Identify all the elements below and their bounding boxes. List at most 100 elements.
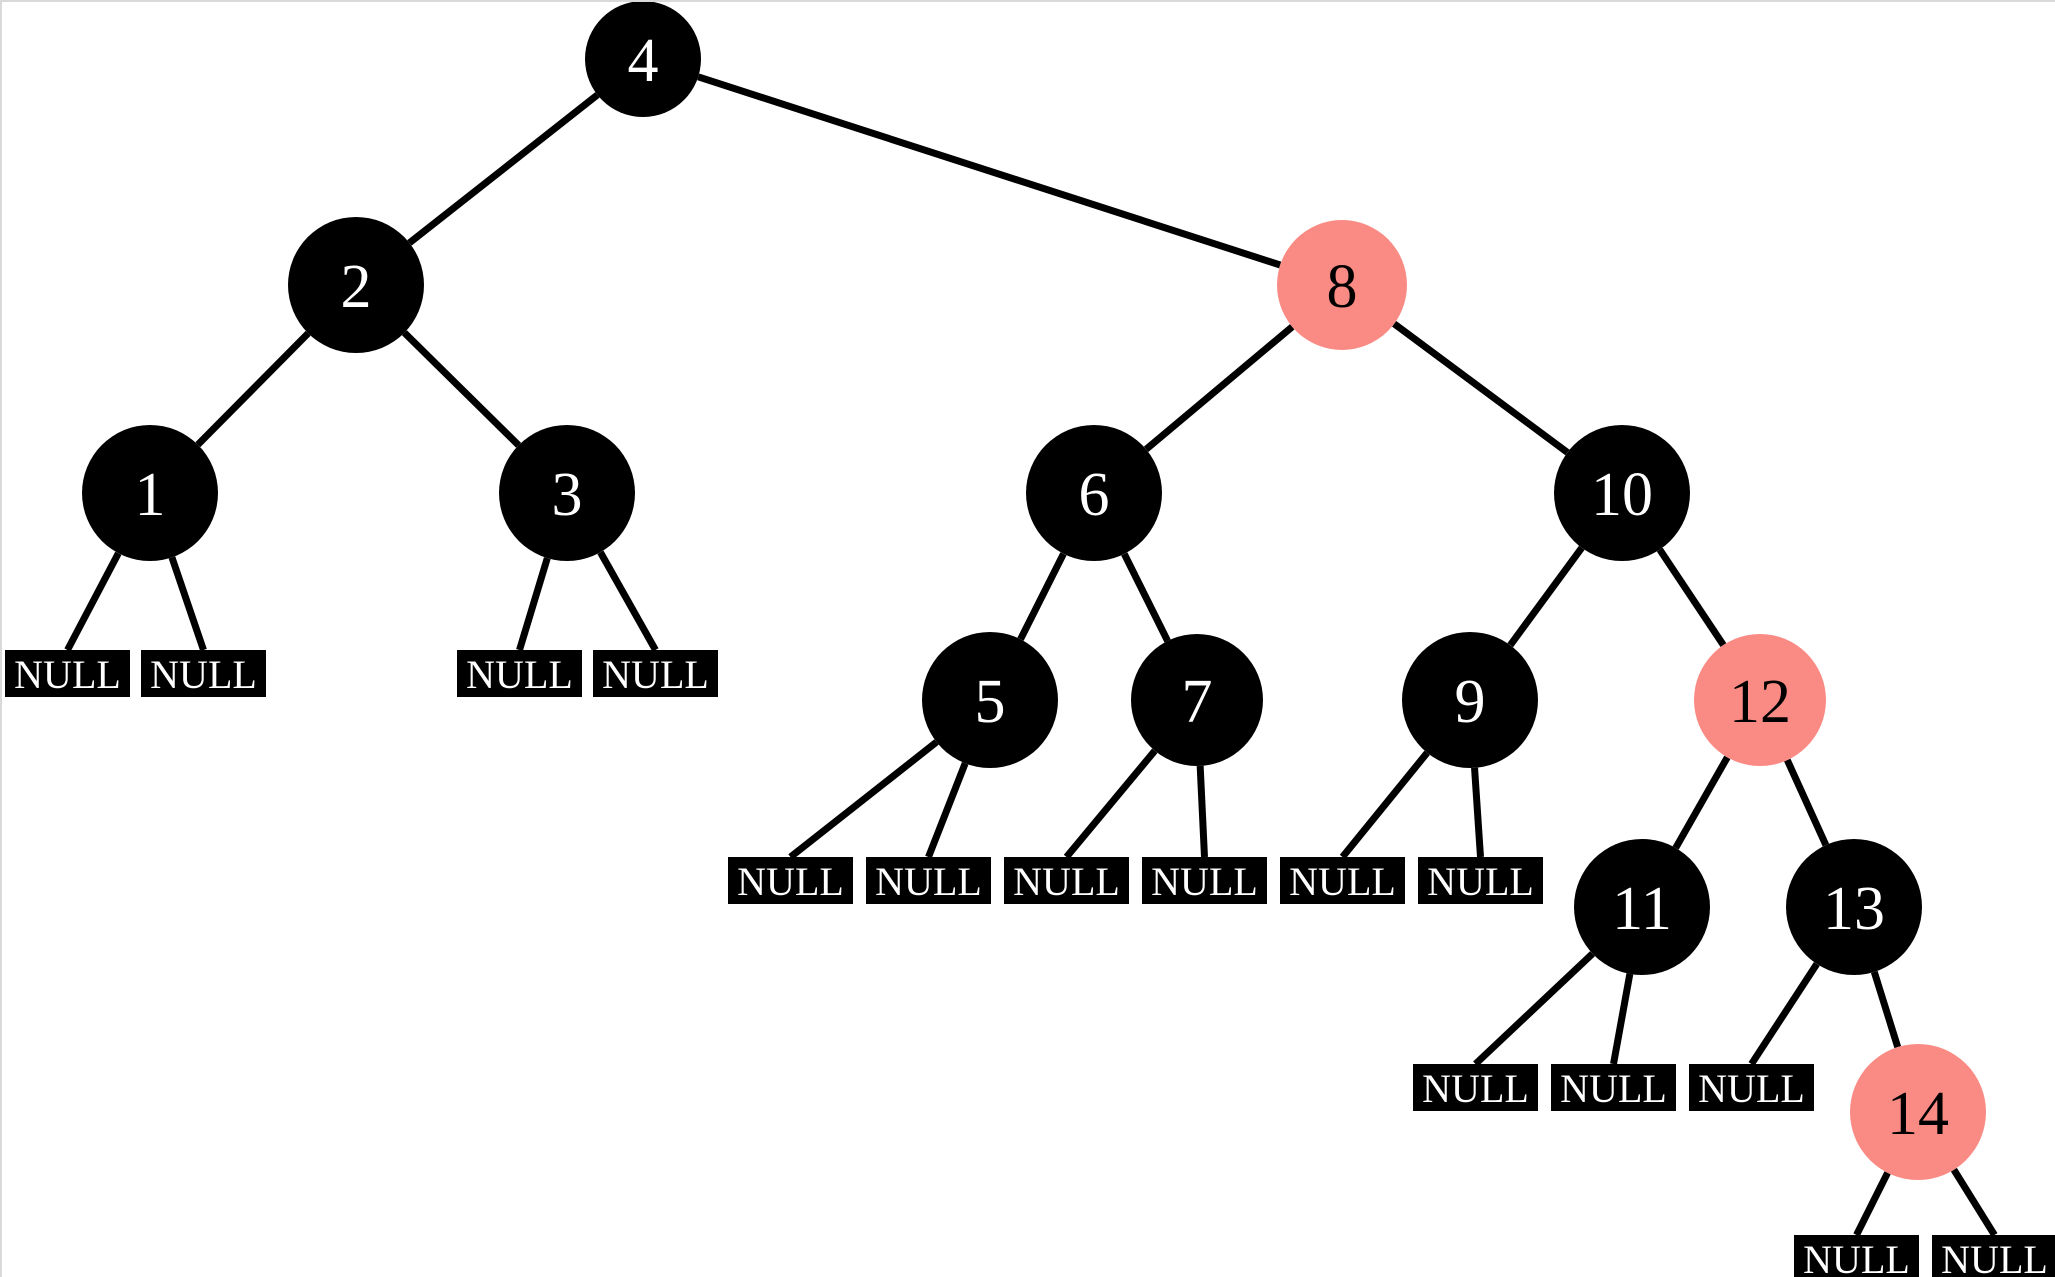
tree-edge: [1853, 1171, 1891, 1237]
tree-edge: [1610, 973, 1634, 1065]
null-leaf-box: [1794, 1235, 1919, 1277]
null-leaf-label: NULL: [602, 652, 709, 697]
tree-edge: [1784, 758, 1830, 847]
node-circle-black: [1402, 632, 1538, 768]
tree-edge: [597, 550, 659, 652]
node-label: 1: [135, 461, 166, 529]
tree-edge: [64, 551, 122, 652]
null-leaf: NULL: [593, 650, 718, 697]
null-leaf: NULL: [866, 857, 991, 904]
node-label: 14: [1887, 1080, 1949, 1148]
tree-edge: [1063, 748, 1158, 860]
null-leaf-label: NULL: [1803, 1237, 1910, 1277]
tree-edge: [407, 92, 600, 246]
null-leaf-label: NULL: [1427, 859, 1534, 904]
tree-edge: [1339, 750, 1430, 860]
null-leaf-box: [866, 857, 991, 904]
tree-node-4[interactable]: 4: [585, 2, 701, 117]
tree-node-6[interactable]: 6: [1026, 425, 1162, 561]
tree-node-3[interactable]: 3: [499, 425, 635, 561]
null-leaf: NULL: [1142, 857, 1267, 904]
null-leaf: NULL: [1932, 1235, 2055, 1277]
null-leaf-box: [1551, 1064, 1676, 1111]
tree-edge: [1473, 951, 1595, 1067]
tree-node-1[interactable]: 1: [82, 425, 218, 561]
node-label: 10: [1591, 461, 1653, 529]
null-leaf-box: [1142, 857, 1267, 904]
node-circle-black: [1554, 425, 1690, 561]
node-circle-black: [1131, 634, 1263, 766]
tree-edge: [1870, 970, 1902, 1049]
node-circle-black: [1786, 839, 1922, 975]
null-leaf-box: [5, 650, 130, 697]
tree-edge: [168, 556, 207, 652]
node-label: 7: [1182, 668, 1213, 736]
node-circle-black: [288, 217, 424, 353]
tree-edge: [1656, 547, 1727, 648]
edges-layer: [64, 73, 1998, 1237]
null-leaf-box: [1004, 857, 1129, 904]
node-circle-black: [585, 2, 701, 117]
tree-node-5[interactable]: 5: [922, 632, 1058, 768]
null-leaf-label: NULL: [14, 652, 121, 697]
tree-edge: [1471, 767, 1484, 858]
null-leaf-label: NULL: [1560, 1066, 1667, 1111]
node-label: 9: [1455, 668, 1486, 736]
null-leaf: NULL: [1004, 857, 1129, 904]
tree-node-7[interactable]: 7: [1131, 634, 1263, 766]
null-leaves-layer: NULL NULL NULL NULL NULL NULL NULL NULL NULL NULL…: [5, 650, 2055, 1277]
node-label: 6: [1079, 461, 1110, 529]
null-leaf-box: [1413, 1064, 1538, 1111]
node-circle-red: [1850, 1044, 1986, 1180]
null-leaf-box: [141, 650, 266, 697]
null-leaf-label: NULL: [1698, 1066, 1805, 1111]
node-label: 2: [341, 253, 372, 321]
tree-node-9[interactable]: 9: [1402, 632, 1538, 768]
null-leaf: NULL: [141, 650, 266, 697]
null-leaf: NULL: [1794, 1235, 1919, 1277]
tree-node-8[interactable]: 8: [1277, 220, 1407, 350]
null-leaf-label: NULL: [1013, 859, 1120, 904]
null-leaf-box: [1280, 857, 1405, 904]
null-leaf-box: [593, 650, 718, 697]
tree-node-11[interactable]: 11: [1574, 839, 1710, 975]
node-label: 8: [1327, 253, 1358, 321]
tree-node-10[interactable]: 10: [1554, 425, 1690, 561]
null-leaf-box: [1689, 1064, 1814, 1111]
tree-edge: [697, 73, 1282, 269]
node-circle-black: [499, 425, 635, 561]
tree-edge: [516, 557, 551, 652]
tree-node-2[interactable]: 2: [288, 217, 424, 353]
node-label: 12: [1729, 668, 1791, 736]
null-leaf-label: NULL: [466, 652, 573, 697]
tree-edge: [1748, 962, 1820, 1066]
null-leaf-label: NULL: [875, 859, 982, 904]
null-leaf-label: NULL: [737, 859, 844, 904]
node-circle-black: [1574, 839, 1710, 975]
tree-edge: [1950, 1167, 1998, 1237]
node-label: 13: [1823, 875, 1885, 943]
tree-node-12[interactable]: 12: [1694, 634, 1826, 766]
tree-edge: [925, 762, 969, 859]
tree-edge: [1507, 545, 1585, 648]
tree-edge: [1196, 765, 1208, 858]
null-leaf-label: NULL: [1151, 859, 1258, 904]
null-leaf: NULL: [1413, 1064, 1538, 1111]
tree-node-14[interactable]: 14: [1850, 1044, 1986, 1180]
null-leaf-box: [728, 857, 853, 904]
null-leaf-label: NULL: [1422, 1066, 1529, 1111]
node-circle-black: [1026, 425, 1162, 561]
null-leaf: NULL: [5, 650, 130, 697]
null-leaf: NULL: [728, 857, 853, 904]
null-leaf-label: NULL: [150, 652, 257, 697]
null-leaf: NULL: [1689, 1064, 1814, 1111]
null-leaf: NULL: [1551, 1064, 1676, 1111]
tree-edge: [401, 330, 522, 448]
node-label: 3: [552, 461, 583, 529]
tree-node-13[interactable]: 13: [1786, 839, 1922, 975]
null-leaf: NULL: [457, 650, 582, 697]
node-label: 11: [1612, 875, 1672, 943]
